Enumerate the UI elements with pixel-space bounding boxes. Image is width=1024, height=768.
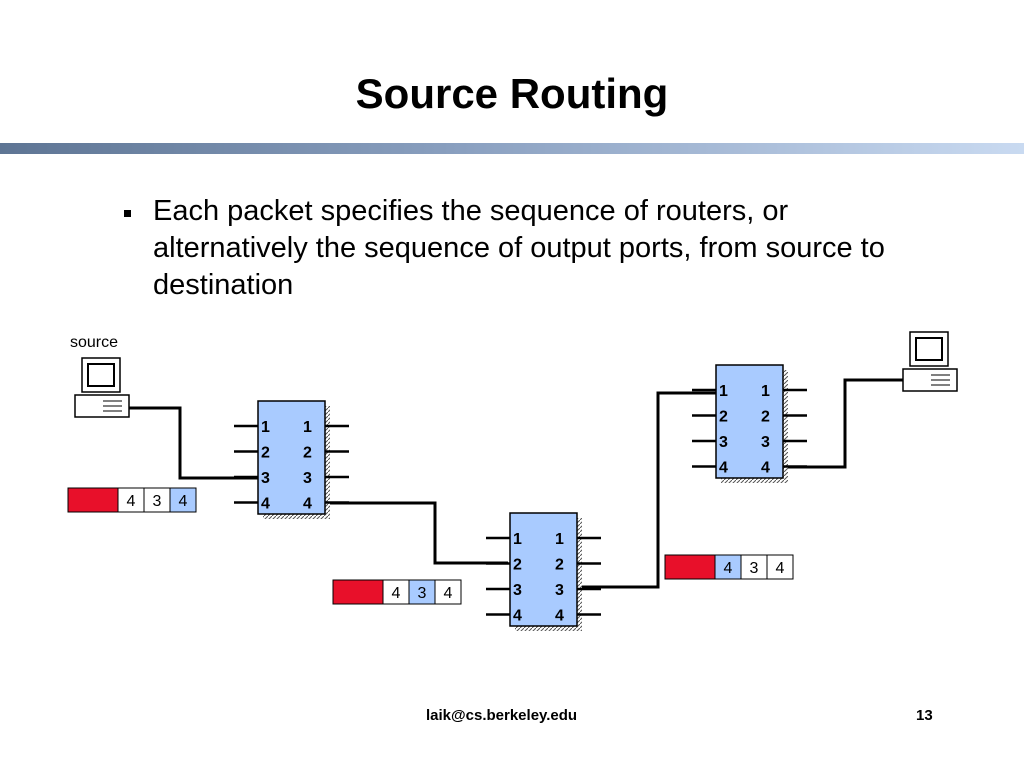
- packet-header-port-number: 4: [127, 493, 136, 510]
- packet-header-port-number: 4: [444, 585, 453, 602]
- packet-header-port-number: 3: [153, 493, 162, 510]
- router-body: [715, 364, 784, 479]
- router-output-port-number: 2: [761, 409, 770, 426]
- router-input-port-number: 2: [261, 445, 270, 462]
- router-body: [509, 512, 578, 627]
- router-input-port-number: 3: [513, 582, 522, 599]
- router-input-port-number: 4: [719, 460, 728, 477]
- packet-header-port-number: 4: [392, 585, 401, 602]
- router-input-port-number: 4: [513, 608, 522, 625]
- router-input-port-number: 2: [513, 557, 522, 574]
- router-input-port-number: 3: [719, 434, 728, 451]
- router-output-port-number: 3: [555, 582, 564, 599]
- router-input-port-number: 1: [261, 419, 270, 436]
- packet-payload: [332, 579, 384, 605]
- link-source-to-router1: [129, 406, 258, 480]
- packet-header-port-number: 3: [750, 560, 759, 577]
- packet-header-cell: [143, 487, 171, 513]
- packet-payload: [664, 554, 716, 580]
- link-router1-to-router2: [325, 501, 508, 565]
- router-input-port-number: 1: [719, 383, 728, 400]
- page-number: 13: [916, 707, 933, 724]
- destination-computer-icon: [902, 331, 958, 392]
- router-input-port-number: 3: [261, 470, 270, 487]
- source-label: source: [70, 334, 118, 351]
- router-output-port-number: 4: [761, 460, 770, 477]
- bullet-text: Each packet specifies the sequence of ro…: [153, 195, 885, 301]
- router-output-port-number: 2: [303, 445, 312, 462]
- router-output-port-number: 4: [303, 496, 312, 513]
- packet-header-cell: [382, 579, 410, 605]
- router-output-port-number: 3: [303, 470, 312, 487]
- router-output-port-number: 1: [555, 531, 564, 548]
- packet-header-port-number: 4: [724, 560, 733, 577]
- packet-header-cell: [714, 554, 742, 580]
- packet-payload: [67, 487, 119, 513]
- packet-header-cell: [766, 554, 794, 580]
- packet-header-port-number: 4: [776, 560, 785, 577]
- packet-header-cell: [117, 487, 145, 513]
- link-router2-to-router3: [580, 391, 716, 589]
- packet-header-cell: [169, 487, 197, 513]
- slide-title: Source Routing: [355, 70, 669, 117]
- link-router3-to-destination: [785, 378, 903, 469]
- router-output-port-number: 2: [555, 557, 564, 574]
- square-bullet-icon: [124, 210, 131, 217]
- title-underline-bar: [0, 143, 1024, 154]
- packet-header-port-number: 4: [179, 493, 188, 510]
- source-computer-icon: [74, 357, 130, 418]
- network-links: [129, 378, 903, 589]
- router-output-port-number: 3: [761, 434, 770, 451]
- packet-header-cell: [434, 579, 462, 605]
- packet-header-port-number: 3: [418, 585, 427, 602]
- router-body: [257, 400, 326, 515]
- footer-email: laik@cs.berkeley.edu: [426, 707, 578, 724]
- router-input-port-number: 1: [513, 531, 522, 548]
- router-input-port-number: 4: [261, 496, 270, 513]
- router-output-port-number: 4: [555, 608, 564, 625]
- router-3: 1 1 2 2 3 3 4 4: [692, 364, 807, 483]
- router-output-port-number: 1: [303, 419, 312, 436]
- router-input-port-number: 2: [719, 409, 728, 426]
- router-output-port-number: 1: [761, 383, 770, 400]
- router-2: 1 1 2 2 3 3 4 4: [486, 512, 601, 631]
- router-1: 1 1 2 2 3 3 4 4: [234, 400, 349, 519]
